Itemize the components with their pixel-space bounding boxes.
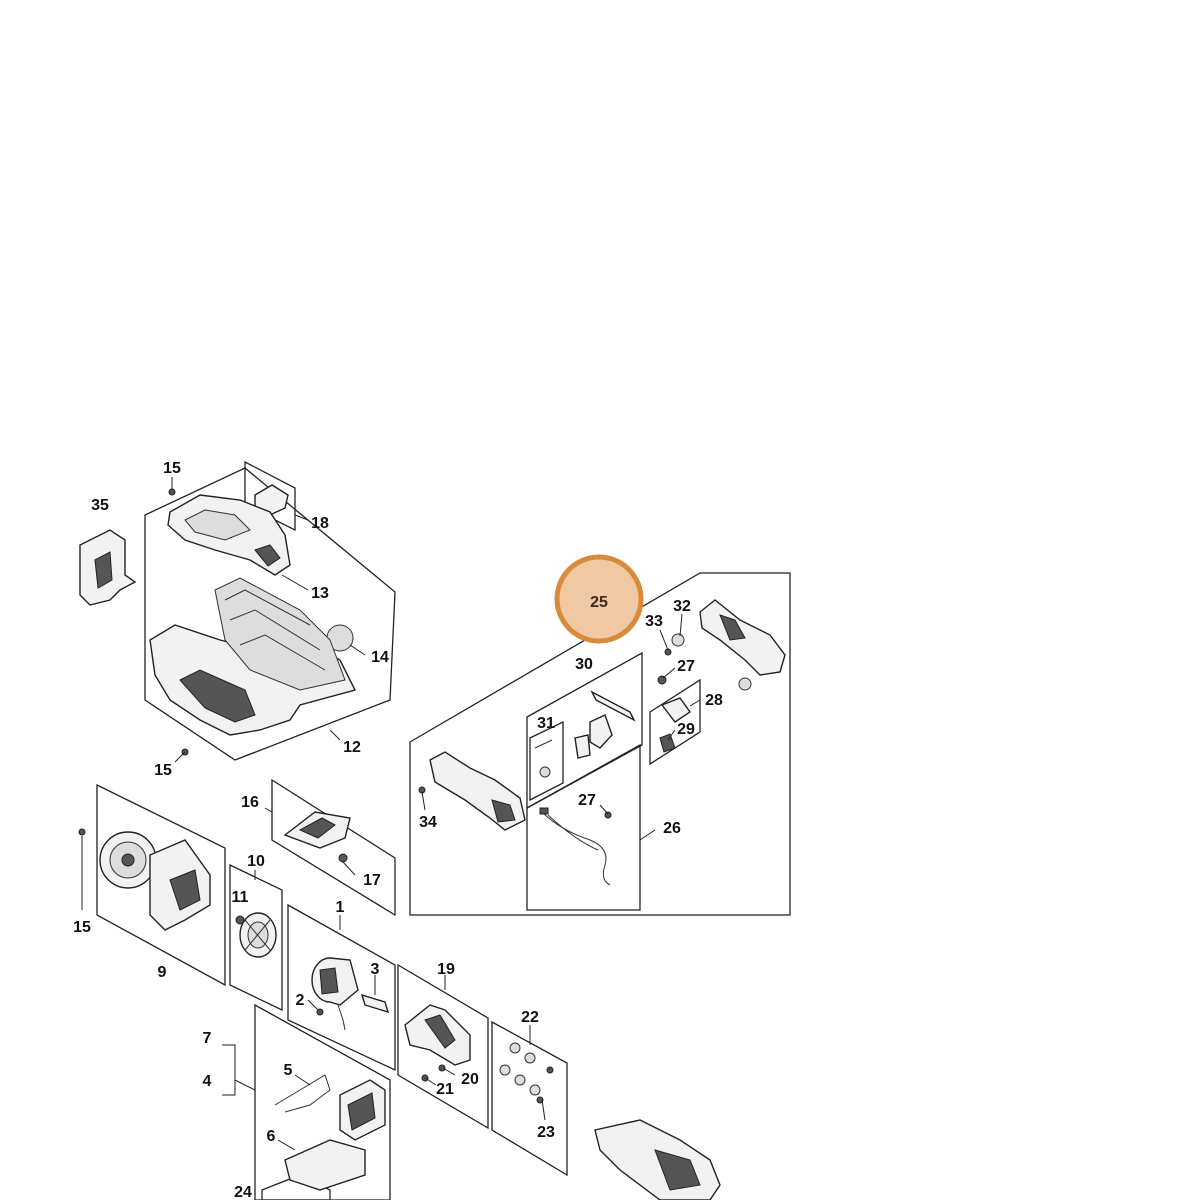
label-18: 18 [311,515,329,532]
frame-part-1 [287,903,396,1072]
label-23: 23 [537,1124,555,1141]
label-15-c: 15 [73,919,91,936]
label-10: 10 [247,853,265,870]
label-5: 5 [284,1062,293,1079]
part-32-front-handle [671,599,786,676]
label-22: 22 [521,1009,539,1026]
frame-part-26 [526,743,641,911]
part-13-top-housing [167,494,291,576]
part-26-cable [539,807,612,886]
label-34: 34 [419,814,437,831]
label-1: 1 [336,899,345,916]
part-34-handle [429,751,526,831]
label-6: 6 [267,1128,276,1145]
label-14: 14 [371,649,389,666]
part-22-23-fasteners [499,1042,554,1104]
label-19: 19 [437,961,455,978]
screw-15-left [78,828,86,836]
frame-part-18 [244,460,296,532]
frame-part-4 [254,1003,391,1200]
label-15: 15 [163,460,181,477]
label-13: 13 [311,585,329,602]
label-27-b: 27 [578,792,596,809]
label-3: 3 [371,961,380,978]
label-12: 12 [343,739,361,756]
label-27: 27 [677,658,695,675]
frame-part-9 [96,783,226,987]
part-28-29 [659,697,691,753]
frame-part-30 [526,651,643,810]
frame-part-19 [397,963,489,1130]
part-10-fan [239,912,277,958]
highlight-marker-25[interactable] [554,554,644,644]
part-labels: 35 15 18 13 14 12 15 16 17 10 11 1 3 2 1… [73,460,723,1200]
screw-17 [338,853,348,863]
label-2: 2 [296,992,305,1009]
part-5-electronics [274,1074,386,1141]
label-15-b: 15 [154,762,172,779]
part-2 [316,1008,324,1016]
part-27-top [657,675,667,685]
part-6-cover [284,1139,366,1191]
label-33: 33 [645,613,663,630]
part-31-spring [534,739,553,778]
clamp-32 [738,677,752,691]
frame-part-10 [229,863,283,1012]
label-7: 7 [203,1030,212,1047]
frame-part-28 [649,678,701,766]
frame-part-31 [529,720,564,802]
part-12-lower-housing [149,577,357,736]
label-9: 9 [158,964,167,981]
frame-part-16 [271,778,396,917]
part-30-trigger [574,690,636,759]
part-35-cover [79,529,137,606]
label-20: 20 [461,1071,479,1088]
part-3-shaft [360,993,390,1014]
label-31: 31 [537,715,555,732]
label-26: 26 [663,820,681,837]
frame-part-25 [409,572,791,916]
label-21: 21 [436,1081,454,1098]
part-9-fan-housing [99,831,211,931]
part-1-motor [311,957,359,1006]
label-30: 30 [575,656,593,673]
part-19-gear-housing [404,1004,471,1066]
label-24: 24 [234,1184,252,1200]
label-32: 32 [673,598,691,615]
label-16: 16 [241,794,259,811]
label-17: 17 [363,872,381,889]
screw-20 [438,1064,446,1072]
bracket-7-4 [222,1044,236,1096]
label-4: 4 [203,1073,212,1090]
label-29: 29 [677,721,695,738]
part-drive-head [594,1119,721,1200]
label-11: 11 [232,889,249,906]
part-16 [283,811,351,849]
label-35: 35 [91,497,109,514]
label-28: 28 [705,692,723,709]
label-25-highlighted: 25 [590,594,608,611]
frame-part-22 [491,1020,568,1177]
